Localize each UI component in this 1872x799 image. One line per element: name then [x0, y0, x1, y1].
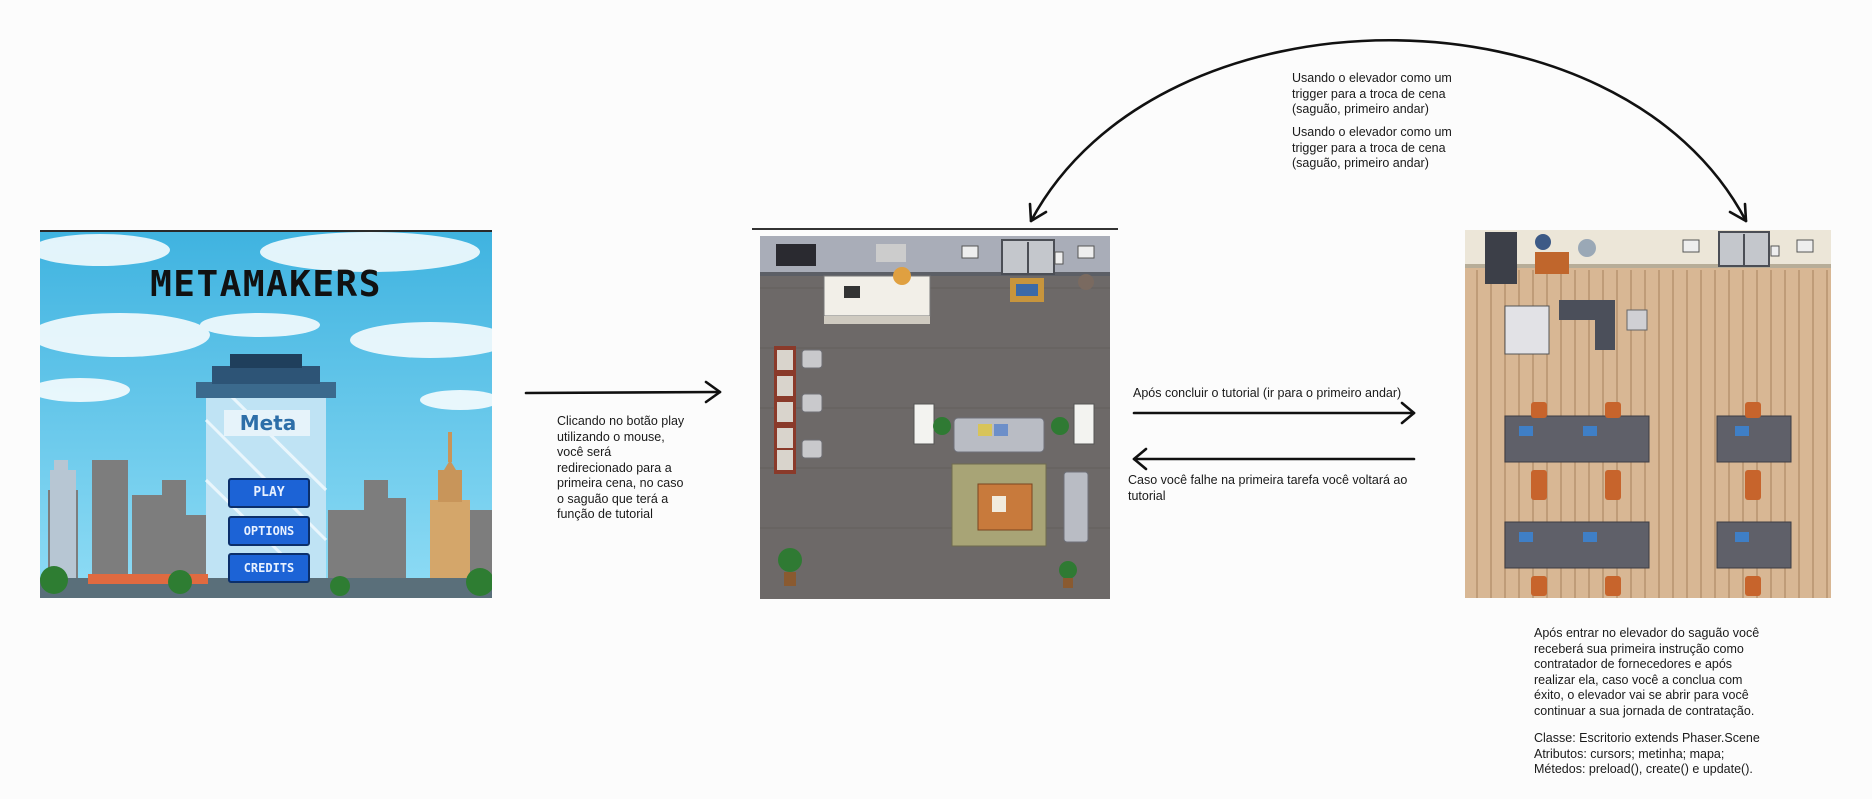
- note-after-tutorial: Após concluir o tutorial (ir para o prim…: [1133, 386, 1402, 400]
- options-button[interactable]: OPTIONS: [228, 516, 310, 546]
- arrow-elevator-arc: [1029, 38, 1748, 223]
- note-play-click: Clicando no botão play utilizando o mous…: [557, 414, 685, 521]
- title-screen-image: Meta METAMAKERS PLAY OPTIONS CREDITS: [40, 230, 492, 598]
- play-button[interactable]: PLAY: [228, 478, 310, 508]
- note-elevator-trigger-1: Usando o elevador como um trigger para a…: [1292, 71, 1452, 116]
- credits-button[interactable]: CREDITS: [228, 553, 310, 583]
- meta-sign: Meta: [240, 411, 297, 435]
- office-scene-image: [1465, 230, 1831, 598]
- arrow-title-to-lobby: [524, 390, 722, 395]
- note-class-info: Classe: Escritorio extends Phaser.Scene …: [1534, 731, 1760, 776]
- note-office-description: Após entrar no elevador do saguão você r…: [1534, 626, 1760, 718]
- note-elevator-trigger-2: Usando o elevador como um trigger para a…: [1292, 125, 1452, 170]
- lobby-scene-image: [752, 228, 1118, 599]
- game-title: METAMAKERS: [150, 264, 382, 305]
- note-fail-first-task: Caso você falhe na primeira tarefa você …: [1128, 473, 1408, 503]
